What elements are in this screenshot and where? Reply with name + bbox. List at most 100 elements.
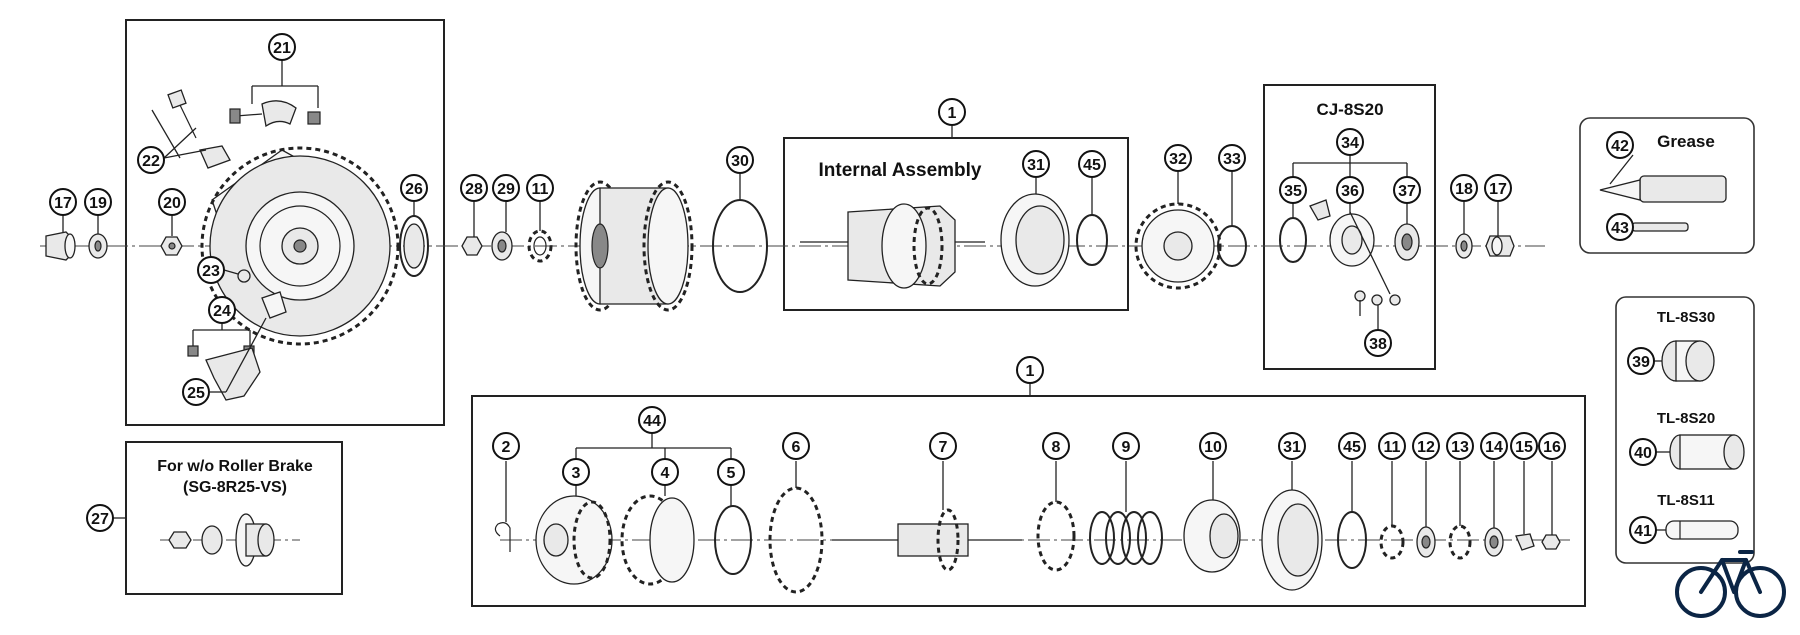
callout-26: 26 xyxy=(400,174,428,202)
callout-37: 37 xyxy=(1393,176,1421,204)
svg-text:18: 18 xyxy=(1455,181,1473,198)
svg-text:20: 20 xyxy=(163,195,181,212)
callout-36: 36 xyxy=(1336,176,1364,204)
part-internal-assembly xyxy=(800,203,985,289)
part-2-clip xyxy=(494,522,511,552)
svg-text:1: 1 xyxy=(948,105,957,122)
svg-text:42: 42 xyxy=(1611,138,1629,155)
callout-3: 3 xyxy=(562,458,590,486)
callout-30: 30 xyxy=(726,146,754,174)
svg-text:39: 39 xyxy=(1632,354,1650,371)
callout-45-lower: 45 xyxy=(1338,432,1366,460)
part-21-clamp-bolt xyxy=(229,100,321,128)
svg-text:33: 33 xyxy=(1223,151,1241,168)
tl-8s30-title: TL-8S30 xyxy=(1657,309,1715,326)
part-36-cassette-joint xyxy=(1309,199,1375,267)
callout-19: 19 xyxy=(84,188,112,216)
svg-text:12: 12 xyxy=(1417,439,1435,456)
part-26-dust-cap xyxy=(399,215,429,277)
callout-39: 39 xyxy=(1627,347,1655,375)
callout-28: 28 xyxy=(460,174,488,202)
callout-22: 22 xyxy=(137,146,165,174)
svg-text:35: 35 xyxy=(1284,183,1302,200)
callout-18: 18 xyxy=(1450,174,1478,202)
svg-text:36: 36 xyxy=(1341,183,1359,200)
callout-9: 9 xyxy=(1112,432,1140,460)
svg-text:38: 38 xyxy=(1369,336,1387,353)
part-11-bearing-lower xyxy=(1379,524,1405,560)
callout-34: 34 xyxy=(1336,128,1364,156)
svg-text:6: 6 xyxy=(792,439,801,456)
callout-35: 35 xyxy=(1279,176,1307,204)
callout-1-upper: 1 xyxy=(938,98,966,126)
grease-title: Grease xyxy=(1657,132,1715,151)
part-29-cone xyxy=(491,231,513,261)
callout-10: 10 xyxy=(1199,432,1227,460)
part-14-cone xyxy=(1484,527,1504,557)
callout-21: 21 xyxy=(268,33,296,61)
callout-31-upper: 31 xyxy=(1022,150,1050,178)
callout-23: 23 xyxy=(197,256,225,284)
roller-brake-note-line2: (SG-8R25-VS) xyxy=(183,479,287,496)
svg-text:25: 25 xyxy=(187,385,205,402)
svg-text:45: 45 xyxy=(1083,157,1101,174)
callout-40: 40 xyxy=(1629,438,1657,466)
callout-32: 32 xyxy=(1164,144,1192,172)
callout-31-lower: 31 xyxy=(1278,432,1306,460)
svg-text:2: 2 xyxy=(502,439,511,456)
part-7-axle-assembly xyxy=(832,508,1022,572)
svg-text:4: 4 xyxy=(661,465,670,482)
svg-text:29: 29 xyxy=(497,181,515,198)
callout-4: 4 xyxy=(651,458,679,486)
svg-text:9: 9 xyxy=(1122,439,1131,456)
callout-45-upper: 45 xyxy=(1078,150,1106,178)
cj-8s20-title: CJ-8S20 xyxy=(1316,100,1383,119)
part-24-25-bracket xyxy=(187,291,287,401)
tools-frame xyxy=(1615,296,1755,564)
part-hub-shell xyxy=(574,180,694,312)
callout-6: 6 xyxy=(782,432,810,460)
callout-16: 16 xyxy=(1538,432,1566,460)
svg-text:32: 32 xyxy=(1169,151,1187,168)
callout-2: 2 xyxy=(492,432,520,460)
callout-41: 41 xyxy=(1629,516,1657,544)
part-roller-brake-unit xyxy=(200,146,400,346)
svg-text:3: 3 xyxy=(572,465,581,482)
bicycle-icon xyxy=(1675,550,1786,618)
internal-assembly-frame xyxy=(783,137,1129,311)
svg-text:7: 7 xyxy=(939,439,948,456)
part-41-tool-tl-8s11 xyxy=(1665,520,1739,540)
svg-text:24: 24 xyxy=(213,303,231,320)
svg-text:26: 26 xyxy=(405,181,423,198)
part-8-clutch xyxy=(1036,500,1076,572)
tl-8s20-title: TL-8S20 xyxy=(1657,410,1715,427)
callout-44: 44 xyxy=(638,406,666,434)
svg-text:15: 15 xyxy=(1515,439,1533,456)
cj-8s20-frame xyxy=(1263,84,1436,370)
svg-text:21: 21 xyxy=(273,40,291,57)
callout-8: 8 xyxy=(1042,432,1070,460)
part-27-parts-set xyxy=(168,513,275,567)
internal-assembly-detail-frame xyxy=(471,395,1586,607)
svg-text:23: 23 xyxy=(202,263,220,280)
grease-frame xyxy=(1579,117,1755,254)
svg-text:11: 11 xyxy=(532,181,549,198)
svg-text:1: 1 xyxy=(1026,363,1035,380)
part-9-spring xyxy=(1089,511,1163,565)
callout-5: 5 xyxy=(717,458,745,486)
svg-text:31: 31 xyxy=(1283,439,1301,456)
callout-17-right: 17 xyxy=(1484,174,1512,202)
part-4-ring-gear xyxy=(620,494,695,586)
callout-25: 25 xyxy=(182,378,210,406)
callout-13: 13 xyxy=(1446,432,1474,460)
callout-43: 43 xyxy=(1606,213,1634,241)
callout-20: 20 xyxy=(158,188,186,216)
callout-29: 29 xyxy=(492,174,520,202)
part-37-bracket xyxy=(1394,223,1420,261)
svg-text:14: 14 xyxy=(1485,439,1503,456)
part-42-grease-tube xyxy=(1599,175,1727,203)
part-38-bolt-set xyxy=(1354,290,1401,316)
part-3-planet-cage xyxy=(535,495,613,585)
svg-text:41: 41 xyxy=(1634,523,1652,540)
